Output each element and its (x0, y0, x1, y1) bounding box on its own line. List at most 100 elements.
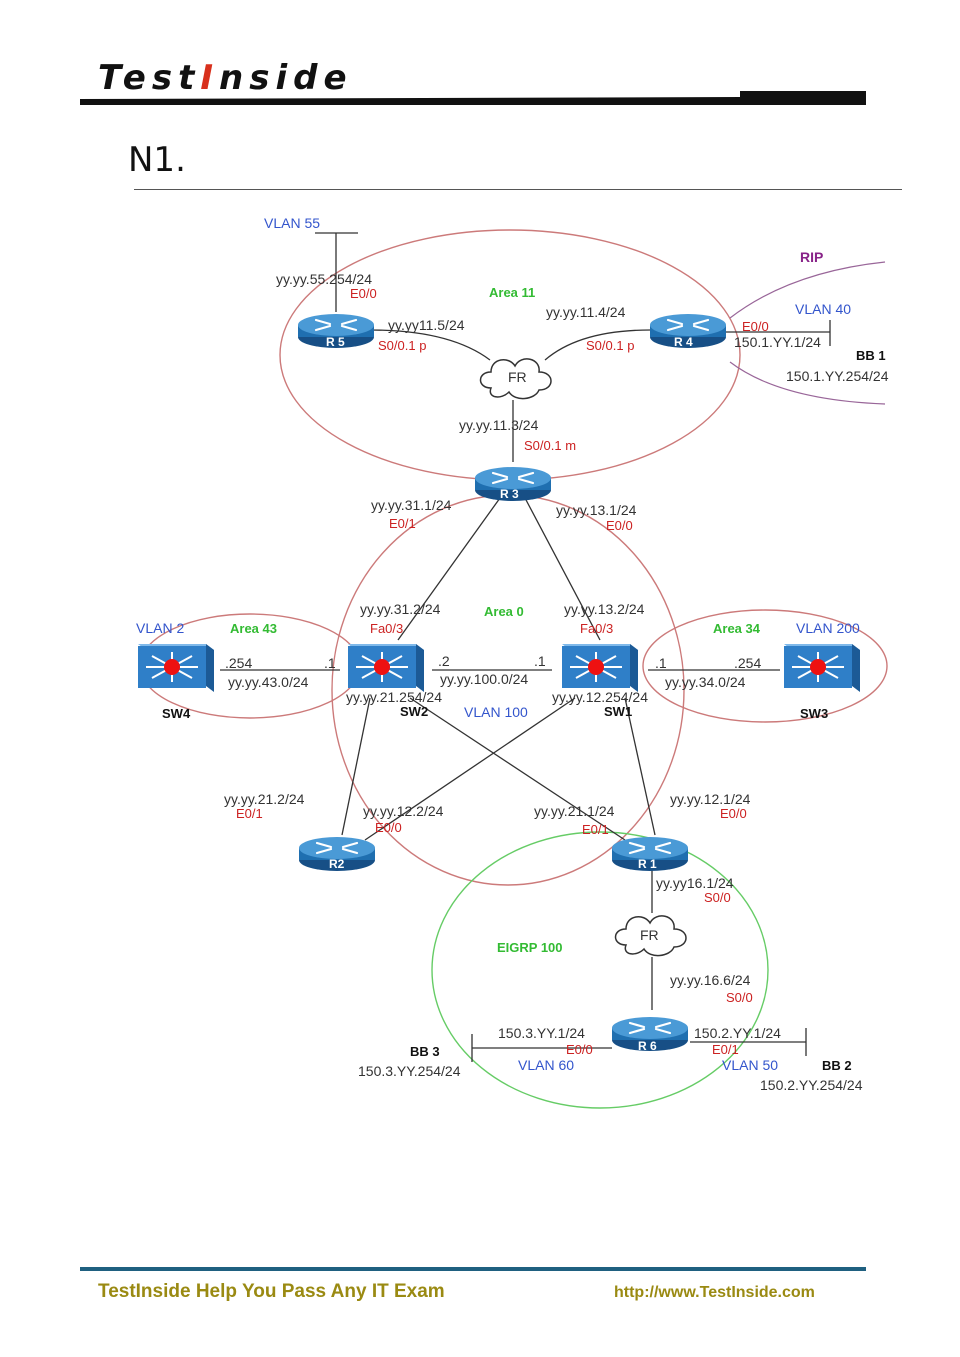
sw2-label: SW2 (400, 704, 428, 719)
r3-e01-ip: yy.yy.31.1/24 (371, 497, 452, 513)
eigrp-label: EIGRP 100 (497, 940, 563, 955)
net43-ip: yy.yy.43.0/24 (228, 674, 309, 690)
bb1-ip: 150.1.YY.254/24 (786, 368, 889, 384)
vlan60-label: VLAN 60 (518, 1057, 574, 1073)
vlan200-label: VLAN 200 (796, 620, 860, 636)
sw2-vlan-ip: yy.yy.21.254/24 (346, 689, 442, 705)
sw1-fa03-if: Fa0/3 (580, 621, 613, 636)
area0-label: Area 0 (484, 604, 524, 619)
r1-s00-ip: yy.yy16.1/24 (656, 875, 734, 891)
r3-label: R 3 (500, 487, 519, 501)
r4-e00-if: E0/0 (742, 319, 769, 334)
r5-s0-if: S0/0.1 p (378, 338, 426, 353)
r4-e00-ip: 150.1.YY.1/24 (734, 334, 821, 350)
sw3-label: SW3 (800, 706, 828, 721)
r5-fr-link (369, 329, 491, 361)
area34-label: Area 34 (713, 621, 761, 636)
switch-sw2 (347, 643, 425, 693)
r2-e00-if: E0/0 (375, 820, 402, 835)
r6-label: R 6 (638, 1039, 657, 1053)
bb2-ip: 150.2.YY.254/24 (760, 1077, 863, 1093)
logo-text-accent: I (200, 58, 220, 98)
sw1-label: SW1 (604, 704, 632, 719)
bb2-label: BB 2 (822, 1058, 852, 1073)
switch-sw1 (561, 643, 639, 693)
r2-e00-ip: yy.yy.12.2/24 (363, 803, 444, 819)
r4-s0-ip: yy.yy.11.4/24 (546, 304, 626, 320)
r2-e01-if: E0/1 (236, 806, 263, 821)
sw2-port-2: .2 (438, 653, 450, 669)
rip-arc-upper (729, 261, 886, 319)
bb3-ip: 150.3.YY.254/24 (358, 1063, 461, 1079)
r6-s00-ip: yy.yy.16.6/24 (670, 972, 751, 988)
area43-label: Area 43 (230, 621, 277, 636)
area34-ring (642, 609, 888, 723)
r1-e00-if: E0/0 (720, 806, 747, 821)
switch-sw3 (783, 643, 861, 693)
fr-bottom-label: FR (640, 927, 659, 943)
r1-e01-ip: yy.yy.21.1/24 (534, 803, 615, 819)
sw4-port-254: .254 (225, 655, 252, 671)
r3-sw1-link (524, 497, 601, 641)
r2-e01-ip: yy.yy.21.2/24 (224, 791, 305, 807)
vlan2-label: VLAN 2 (136, 620, 184, 636)
sw2-r1-link (409, 697, 626, 841)
r4-label: R 4 (674, 335, 693, 349)
r6-e01-if: E0/1 (712, 1042, 739, 1057)
sw1-port-1b: .1 (655, 655, 667, 671)
r3-sw2-link (397, 497, 501, 641)
vlan50-label: VLAN 50 (722, 1057, 778, 1073)
r3-e01-if: E0/1 (389, 516, 416, 531)
testinside-logo: TestInside (98, 58, 353, 98)
vlan40-label: VLAN 40 (795, 301, 851, 317)
r1-label: R 1 (638, 857, 657, 871)
r3-e00-if: E0/0 (606, 518, 633, 533)
r4-fr-link (544, 329, 651, 361)
r3-s0-if: S0/0.1 m (524, 438, 576, 453)
sw1-port-1a: .1 (534, 653, 546, 669)
footer-bar (80, 1267, 866, 1271)
r5-s0-ip: yy.yy11.5/24 (388, 317, 465, 333)
r3-e00-ip: yy.yy.13.1/24 (556, 502, 637, 518)
footer-url-link[interactable]: http://www.TestInside.com (614, 1284, 815, 1301)
sw2-fa03-if: Fa0/3 (370, 621, 403, 636)
sw2-r2-link (341, 697, 371, 836)
footer-tagline: TestInside Help You Pass Any IT Exam (98, 1281, 445, 1302)
header-bar (80, 91, 866, 105)
logo-text-pre: Test (98, 58, 201, 98)
sw2-fa03-ip: yy.yy.31.2/24 (360, 601, 441, 617)
sw3-port-254: .254 (734, 655, 761, 671)
logo-text-post: nside (219, 58, 353, 98)
r6-e01-ip: 150.2.YY.1/24 (694, 1025, 781, 1041)
page-heading: N1. (128, 140, 186, 180)
sw1-r2-link (364, 697, 576, 841)
switch-sw4 (137, 643, 215, 693)
vlan100-label: VLAN 100 (464, 704, 528, 720)
sw1-r1-link (624, 697, 656, 836)
area11-label: Area 11 (489, 285, 535, 300)
r3-s0-ip: yy.yy.11.3/24 (459, 417, 539, 433)
r5-label: R 5 (326, 335, 345, 349)
eigrp-ring (431, 831, 769, 1109)
sw1-vlan-ip: yy.yy.12.254/24 (552, 689, 648, 705)
r6-e00-ip: 150.3.YY.1/24 (498, 1025, 585, 1041)
area11-ring (279, 229, 741, 481)
vlan55-label: VLAN 55 (264, 215, 320, 231)
r6-s00-if: S0/0 (726, 990, 753, 1005)
sw2-port-1: .1 (324, 655, 336, 671)
rip-arc-lower (729, 361, 886, 405)
net34-ip: yy.yy.34.0/24 (665, 674, 746, 690)
bb1-label: BB 1 (856, 348, 886, 363)
r5-e00-ip: yy.yy.55.254/24 (276, 271, 372, 287)
r1-e01-if: E0/1 (582, 822, 609, 837)
r1-e00-ip: yy.yy.12.1/24 (670, 791, 751, 807)
bb3-label: BB 3 (410, 1044, 440, 1059)
r4-s0-if: S0/0.1 p (586, 338, 634, 353)
r2-label: R2 (329, 857, 345, 871)
net100-ip: yy.yy.100.0/24 (440, 671, 528, 687)
fr-top-label: FR (508, 369, 527, 385)
rip-label: RIP (800, 249, 823, 265)
r1-s00-if: S0/0 (704, 890, 731, 905)
sw4-label: SW4 (162, 706, 191, 721)
